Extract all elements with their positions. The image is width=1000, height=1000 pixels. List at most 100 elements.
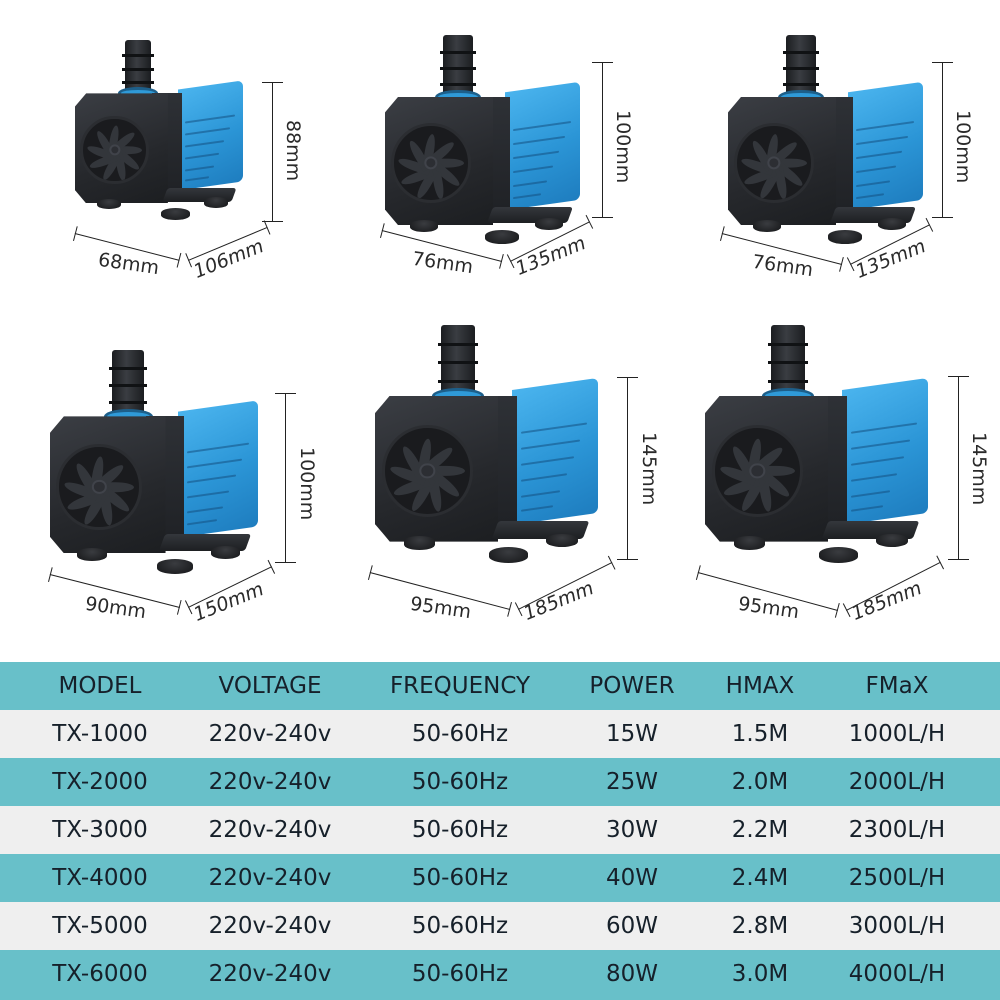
housing-rib	[513, 120, 571, 132]
housing-rib	[856, 180, 890, 188]
nozzle-ring	[121, 67, 154, 71]
fan-grille-icon	[80, 115, 149, 185]
housing-rib	[186, 519, 217, 526]
header-hmax: HMAX	[725, 673, 795, 699]
cell-voltage: 220v-240v	[208, 913, 332, 939]
housing-rib	[850, 423, 918, 435]
cell-model: TX-3000	[52, 817, 148, 843]
blue-housing	[178, 399, 259, 538]
height-label: 145mm	[968, 432, 990, 506]
cell-power: 25W	[605, 769, 658, 795]
fan-grille-icon	[381, 425, 474, 517]
nozzle-ring	[438, 379, 479, 383]
cell-voltage: 220v-240v	[208, 817, 332, 843]
fan-blade	[114, 146, 143, 154]
suction-cup	[204, 197, 229, 208]
depth-label: 185mm	[520, 576, 597, 625]
height-dimension-line	[592, 62, 613, 218]
housing-rib	[185, 165, 215, 172]
housing-rib	[185, 113, 235, 123]
height-dimension-line	[275, 393, 296, 563]
height-dimension-line	[262, 82, 283, 222]
suction-cup	[403, 535, 436, 550]
housing-rib	[186, 441, 249, 453]
cell-fmax: 2000L/H	[848, 769, 946, 795]
housing-rib	[186, 505, 224, 513]
nozzle-ring	[121, 53, 154, 57]
suction-cup	[876, 533, 908, 548]
housing-rib	[185, 139, 225, 148]
housing-rib	[520, 490, 560, 499]
suction-cup	[828, 230, 862, 244]
cell-frequency: 50-60Hz	[411, 817, 509, 843]
housing-rib	[856, 120, 914, 132]
fan-blade	[774, 158, 807, 168]
nozzle-ring	[768, 343, 809, 347]
blue-housing	[178, 80, 243, 191]
fan-blade	[99, 482, 135, 492]
cell-frequency: 50-60Hz	[411, 961, 509, 987]
suction-cup	[485, 230, 519, 244]
cell-voltage: 220v-240v	[208, 865, 332, 891]
suction-cup	[489, 547, 528, 564]
fan-hub	[749, 463, 766, 479]
suction-cup	[161, 207, 191, 220]
housing-rib	[185, 152, 220, 160]
table-header-row: MODEL VOLTAGE FREQUENCY POWER HMAX FMaX	[0, 662, 1000, 710]
suction-cup	[878, 218, 906, 230]
cell-fmax: 2500L/H	[848, 865, 946, 891]
housing-rib	[850, 456, 904, 467]
height-label: 88mm	[282, 120, 304, 182]
height-label: 100mm	[612, 110, 634, 184]
cell-power: 30W	[605, 817, 658, 843]
housing-rib	[186, 473, 237, 483]
suction-cup	[96, 199, 121, 210]
housing-rib	[856, 165, 896, 174]
blue-housing	[505, 81, 580, 211]
nozzle-ring	[121, 81, 154, 85]
suction-cup	[157, 558, 194, 574]
cell-power: 60W	[605, 913, 658, 939]
cell-model: TX-6000	[52, 961, 148, 987]
cell-fmax: 2300L/H	[848, 817, 946, 843]
header-voltage: VOLTAGE	[218, 673, 322, 699]
cell-model: TX-4000	[52, 865, 148, 891]
cell-voltage: 220v-240v	[208, 769, 332, 795]
nozzle-ring	[783, 51, 819, 54]
housing-rib	[520, 473, 567, 483]
fan-hub	[108, 144, 121, 156]
housing-rib	[850, 473, 897, 483]
suction-cup	[535, 218, 563, 230]
outlet-nozzle	[440, 35, 476, 97]
suction-cup	[733, 535, 766, 550]
header-power: POWER	[589, 673, 675, 699]
cell-voltage: 220v-240v	[208, 721, 332, 747]
cell-model: TX-2000	[52, 769, 148, 795]
blue-housing	[848, 81, 923, 211]
cell-power: 40W	[605, 865, 658, 891]
housing-rib	[513, 180, 547, 188]
nozzle-ring	[768, 379, 809, 383]
fan-grille-icon	[391, 123, 471, 203]
cell-power: 80W	[605, 961, 658, 987]
nozzle-ring	[783, 67, 819, 70]
blue-housing	[511, 378, 598, 525]
blue-housing	[841, 378, 928, 525]
housing-rib	[513, 150, 559, 160]
height-dimension-line	[617, 377, 638, 560]
fan-blade	[757, 465, 795, 477]
cell-fmax: 4000L/H	[848, 961, 946, 987]
fan-blade	[427, 465, 465, 477]
suction-cup	[210, 545, 241, 559]
housing-rib	[185, 126, 230, 136]
height-dimension-line	[948, 376, 969, 560]
cell-power: 15W	[605, 721, 658, 747]
housing-rib	[186, 489, 230, 498]
nozzle-ring	[440, 67, 476, 70]
outlet-nozzle	[438, 325, 479, 396]
housing-rib	[520, 456, 574, 467]
table-row: TX-3000 220v-240v 50-60Hz 30W 2.2M 2300L…	[0, 806, 1000, 854]
outlet-nozzle	[783, 35, 819, 97]
height-dimension-line	[932, 62, 953, 218]
cell-hmax: 2.0M	[731, 769, 789, 795]
